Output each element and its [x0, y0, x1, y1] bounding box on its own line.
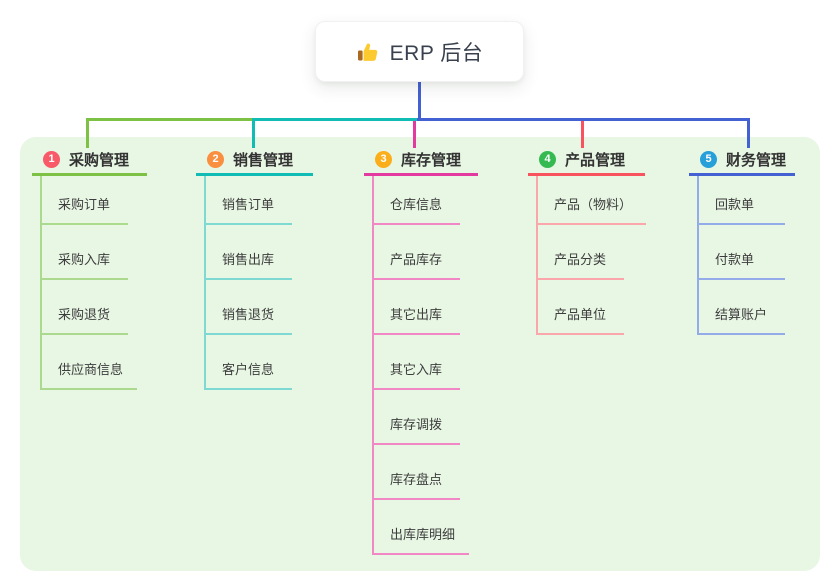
- branch-procurement: 1 采购管理 采购订单 采购入库 采购退货 供应商信息: [32, 145, 147, 390]
- branch-inventory-label[interactable]: 3 库存管理: [364, 145, 478, 176]
- child-node[interactable]: 出库库明细: [374, 525, 470, 555]
- child-node[interactable]: 产品分类: [538, 250, 624, 280]
- child-node[interactable]: 销售出库: [206, 250, 292, 280]
- connector-drop-product: [581, 121, 584, 148]
- child-node[interactable]: 付款单: [699, 250, 785, 280]
- branch-title: 财务管理: [726, 151, 787, 169]
- child-node[interactable]: 库存调拨: [374, 415, 460, 445]
- child-node[interactable]: 供应商信息: [42, 360, 138, 390]
- branch-number-badge: 5: [700, 150, 717, 168]
- thumbs-up-icon: [356, 40, 380, 64]
- branch-inventory: 3 库存管理 仓库信息 产品库存 其它出库 其它入库 库存调拨 库存盘点 出库库…: [364, 145, 478, 555]
- child-node[interactable]: 产品单位: [538, 305, 624, 335]
- connector-drop-sales: [252, 118, 255, 148]
- connector-root-stem: [418, 82, 421, 121]
- branch-procurement-label[interactable]: 1 采购管理: [32, 145, 147, 176]
- branch-number-badge: 4: [539, 150, 556, 168]
- branch-procurement-children: 采购订单 采购入库 采购退货 供应商信息: [40, 176, 138, 390]
- connector-horizontal-blue: [417, 118, 750, 121]
- root-node[interactable]: ERP 后台: [315, 21, 524, 82]
- branch-product: 4 产品管理 产品（物料） 产品分类 产品单位: [528, 145, 647, 335]
- child-node[interactable]: 仓库信息: [374, 195, 460, 225]
- branch-number-badge: 2: [207, 150, 224, 168]
- child-node[interactable]: 销售退货: [206, 305, 292, 335]
- branch-title: 产品管理: [565, 151, 626, 169]
- child-node[interactable]: 其它入库: [374, 360, 460, 390]
- child-node[interactable]: 库存盘点: [374, 470, 460, 500]
- child-node[interactable]: 客户信息: [206, 360, 292, 390]
- branch-inventory-children: 仓库信息 产品库存 其它出库 其它入库 库存调拨 库存盘点 出库库明细: [372, 176, 470, 555]
- branch-finance-children: 回款单 付款单 结算账户: [697, 176, 785, 335]
- branch-number-badge: 1: [43, 150, 60, 168]
- branch-product-children: 产品（物料） 产品分类 产品单位: [536, 176, 647, 335]
- branch-sales-children: 销售订单 销售出库 销售退货 客户信息: [204, 176, 292, 390]
- child-node[interactable]: 采购入库: [42, 250, 128, 280]
- branch-finance-label[interactable]: 5 财务管理: [689, 145, 795, 176]
- branch-finance: 5 财务管理 回款单 付款单 结算账户: [689, 145, 795, 335]
- connector-drop-procurement: [86, 118, 89, 148]
- branch-product-label[interactable]: 4 产品管理: [528, 145, 645, 176]
- connector-drop-finance: [747, 118, 750, 148]
- child-node[interactable]: 回款单: [699, 195, 785, 225]
- child-node[interactable]: 采购退货: [42, 305, 128, 335]
- root-title: ERP 后台: [389, 41, 484, 65]
- branch-sales-label[interactable]: 2 销售管理: [196, 145, 313, 176]
- branch-sales: 2 销售管理 销售订单 销售出库 销售退货 客户信息: [196, 145, 313, 390]
- branch-title: 采购管理: [69, 151, 130, 169]
- child-node[interactable]: 其它出库: [374, 305, 460, 335]
- branch-title: 销售管理: [233, 151, 294, 169]
- child-node[interactable]: 产品库存: [374, 250, 460, 280]
- branch-title: 库存管理: [401, 151, 462, 169]
- child-node[interactable]: 销售订单: [206, 195, 292, 225]
- connector-horizontal-teal: [252, 118, 419, 121]
- branch-number-badge: 3: [375, 150, 392, 168]
- connector-horizontal-green: [86, 118, 255, 121]
- connector-drop-inventory: [413, 121, 416, 148]
- child-node[interactable]: 产品（物料）: [538, 195, 647, 225]
- child-node[interactable]: 采购订单: [42, 195, 128, 225]
- child-node[interactable]: 结算账户: [699, 305, 785, 335]
